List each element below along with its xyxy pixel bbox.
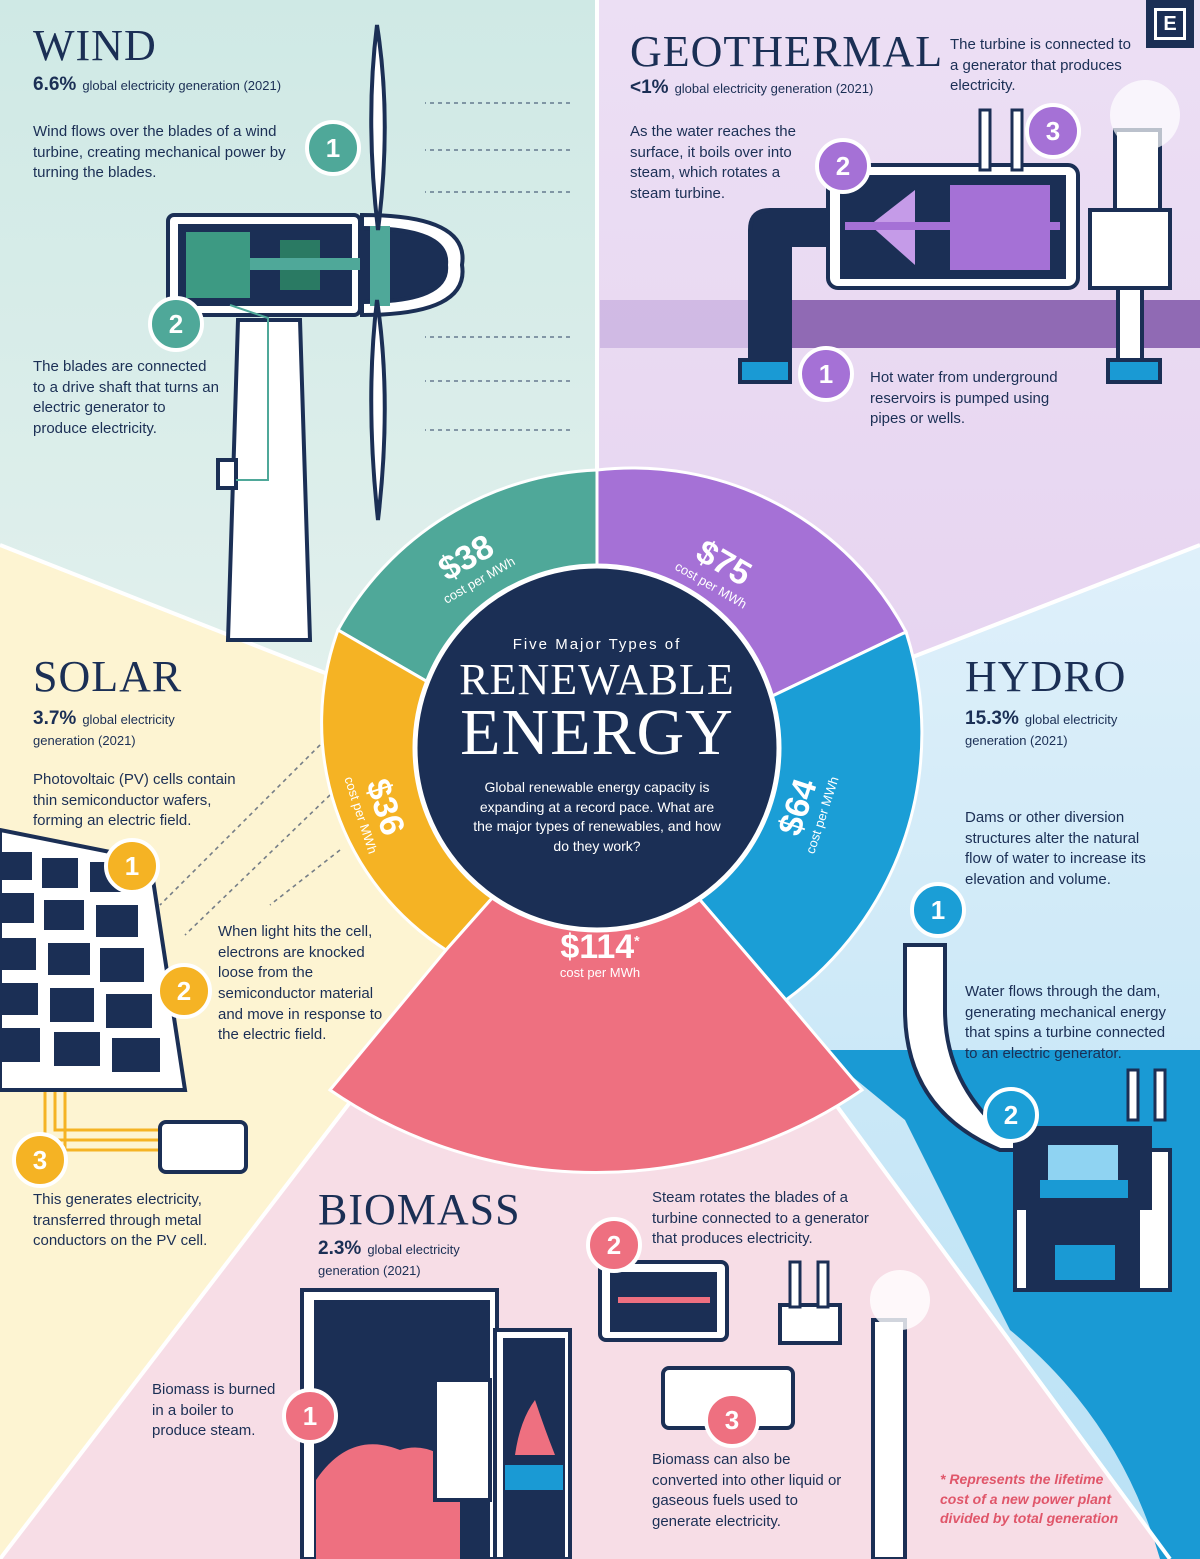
biomass-share-value: 2.3% <box>318 1238 362 1259</box>
wind-step1-badge: 1 <box>305 120 361 176</box>
biomass-share: 2.3%global electricity generation (2021) <box>318 1236 508 1279</box>
biomass-step3-text: Biomass can also be converted into other… <box>652 1451 842 1531</box>
hydro-share: 15.3%global electricity generation (2021… <box>965 706 1165 749</box>
wind-step2-badge: 2 <box>148 296 204 352</box>
solar-step1-badge: 1 <box>104 838 160 894</box>
center-title-line1: RENEWABLE <box>459 655 735 704</box>
geothermal-title: GEOTHERMAL <box>630 27 944 76</box>
solar-share-value: 3.7% <box>33 708 77 729</box>
wind-turbine-illustration <box>166 24 465 642</box>
solar-share: 3.7%global electricity generation (2021) <box>33 706 223 749</box>
wind-title: WIND <box>33 21 157 70</box>
hydro-share-label: global electricity generation (2021) <box>965 712 1118 748</box>
solar-step3-text: This generates electricity, transferred … <box>33 1191 208 1250</box>
solar-share-label: global electricity generation (2021) <box>33 712 175 748</box>
geothermal-step3-text: The turbine is connected to a generator … <box>950 36 1131 95</box>
biomass-cost: $114* cost per MWh <box>530 930 670 979</box>
hydro-step1-badge: 1 <box>910 882 966 938</box>
wind-share: 6.6% global electricity generation (2021) <box>33 72 281 98</box>
solar-panel-illustration <box>0 827 248 1174</box>
geothermal-share-label: global electricity generation (2021) <box>674 81 874 96</box>
hydro-step2-badge: 2 <box>983 1087 1039 1143</box>
footnote: * Represents the lifetime cost of a new … <box>940 1471 1119 1527</box>
biomass-step2-text: Steam rotates the blades of a turbine co… <box>652 1189 869 1248</box>
hydro-step2-text: Water flows through the dam, generating … <box>965 983 1166 1063</box>
solar-step2-text: When light hits the cell, electrons are … <box>218 923 383 1044</box>
solar-step2-badge: 2 <box>156 963 212 1019</box>
biomass-cost-value: $114* <box>560 928 640 966</box>
cost-wheel <box>320 466 924 1175</box>
wind-step2-text: The blades are connected to a drive shaf… <box>33 358 219 438</box>
geothermal-step2-text: As the water reaches the surface, it boi… <box>630 123 796 203</box>
geothermal-step1-text: Hot water from underground reservoirs is… <box>870 369 1058 428</box>
center-kicker: Five Major Types of <box>512 636 682 653</box>
solar-step3-badge: 3 <box>12 1132 68 1188</box>
biomass-step2-badge: 2 <box>586 1217 642 1273</box>
wind-step1-text: Wind flows over the blades of a wind tur… <box>33 123 286 182</box>
hydro-dam-illustration <box>903 943 1172 1292</box>
hydro-step1-text: Dams or other diversion structures alter… <box>965 809 1146 889</box>
geothermal-plant-illustration <box>738 128 1172 384</box>
biomass-cost-unit: cost per MWh <box>559 965 641 980</box>
biomass-step1-text: Biomass is burned in a boiler to produce… <box>152 1381 276 1440</box>
biomass-title: BIOMASS <box>318 1185 521 1234</box>
geothermal-step3-badge: 3 <box>1025 103 1081 159</box>
wind-share-value: 6.6% <box>33 74 77 95</box>
wind-share-label: global electricity generation (2021) <box>82 78 282 93</box>
hydro-title: HYDRO <box>965 652 1127 701</box>
geothermal-share-value: <1% <box>630 77 669 98</box>
geothermal-step1-badge: 1 <box>798 346 854 402</box>
biomass-step1-badge: 1 <box>282 1388 338 1444</box>
solar-title: SOLAR <box>33 652 183 701</box>
center-body: Global renewable energy capacity is expa… <box>473 779 721 854</box>
geothermal-share: <1% global electricity generation (2021) <box>630 75 873 101</box>
geothermal-step2-badge: 2 <box>815 138 871 194</box>
hydro-share-value: 15.3% <box>965 708 1019 729</box>
brand-logo: E <box>1146 0 1194 48</box>
solar-step1-text: Photovoltaic (PV) cells contain thin sem… <box>33 771 236 830</box>
center-title-line2: ENERGY <box>460 696 734 769</box>
biomass-step3-badge: 3 <box>704 1392 760 1448</box>
biomass-share-label: global electricity generation (2021) <box>318 1242 460 1278</box>
